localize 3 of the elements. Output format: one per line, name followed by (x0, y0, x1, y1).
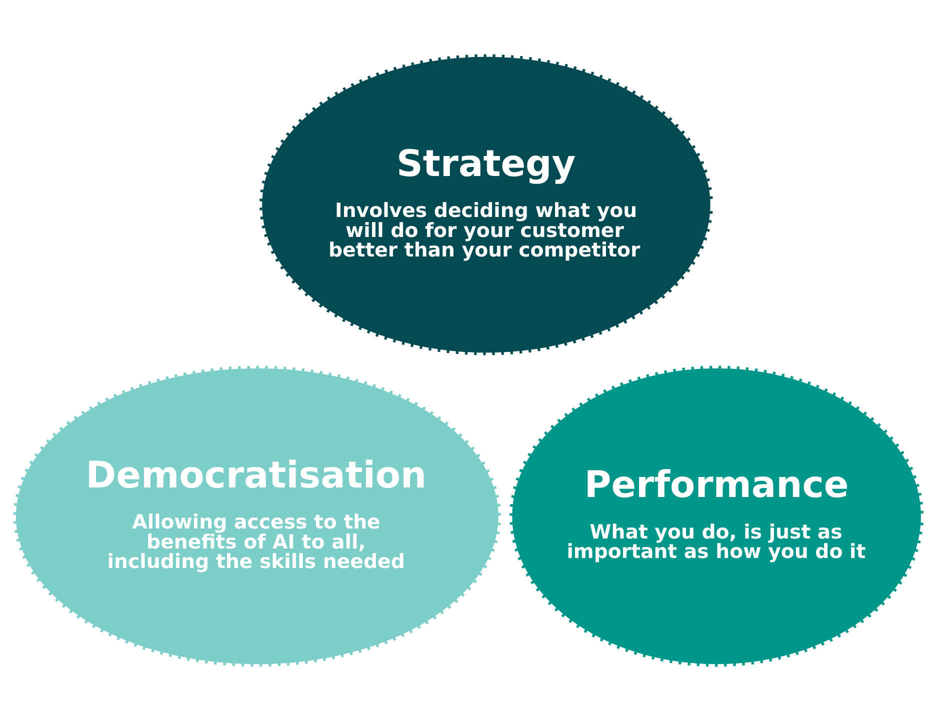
node-ellipse: Performance What you do, is just as important as how you do it (506, 362, 926, 669)
node-ellipse: Strategy Involves deciding what you will do for your customer better than your competitor (256, 51, 716, 358)
node-ellipse: Democratisation Allowing access to the benefits of AI to all, including the skills needed (10, 362, 504, 669)
